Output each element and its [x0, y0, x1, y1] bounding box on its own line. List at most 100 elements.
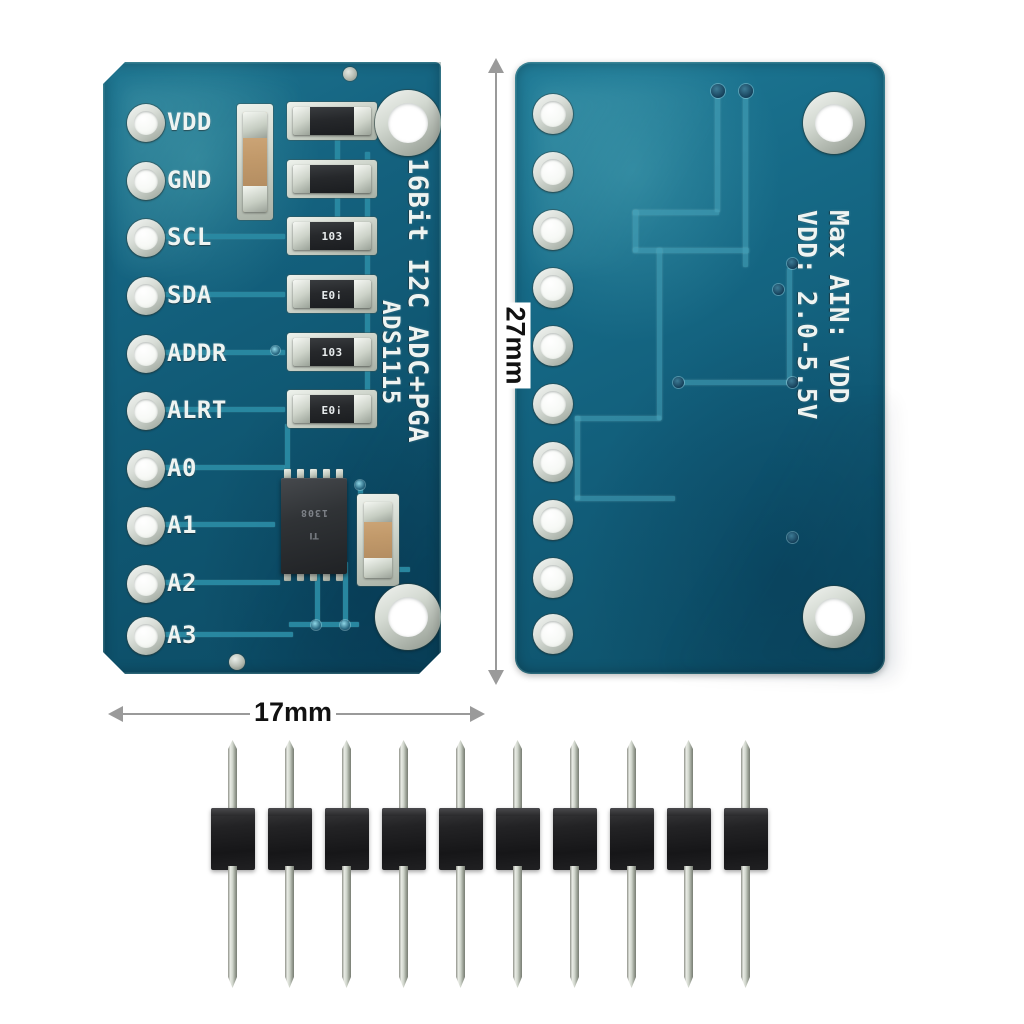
smd-resistor-6: E0!: [293, 395, 371, 423]
header-body-top-bevel: [439, 808, 483, 817]
back-trace-v1: [715, 92, 720, 212]
back-via-2: [739, 84, 753, 98]
header-body-top-bevel: [325, 808, 369, 817]
pin-label-addr: ADDR: [167, 339, 227, 367]
via-front-4: [355, 480, 365, 490]
ic-pin-bottom-3: [310, 571, 317, 581]
back-via-4: [773, 284, 784, 295]
pad-a0: [127, 450, 165, 488]
back-pad-4: [533, 268, 573, 308]
header-pin-upper-1: [228, 740, 237, 818]
resistor-marking: 103: [321, 229, 343, 243]
trace-a3: [165, 632, 293, 637]
pin-label-vdd: VDD: [167, 108, 212, 136]
header-pin-upper-4: [399, 740, 408, 818]
silkscreen-max-ain-note: Max AIN: VDD: [823, 210, 853, 404]
pad-hole: [134, 111, 158, 135]
smd-resistor-4: E0!: [293, 280, 371, 308]
smd-resistor-3: 103: [293, 222, 371, 250]
via-front-5: [311, 620, 321, 630]
back-pad-1: [533, 94, 573, 134]
header-body-top-bevel: [268, 808, 312, 817]
test-point-top: [343, 67, 357, 81]
back-trace-v6: [787, 268, 792, 384]
mounting-hole-bore: [814, 597, 854, 637]
back-trace-h1: [633, 210, 719, 215]
back-via-1: [711, 84, 725, 98]
smd-resistor-1: [293, 107, 371, 135]
header-body-2: [268, 808, 312, 870]
trace-a1: [165, 522, 275, 527]
header-body-3: [325, 808, 369, 870]
header-body-8: [610, 808, 654, 870]
header-body-top-bevel: [553, 808, 597, 817]
trace-a0: [165, 465, 285, 470]
pad-a2: [127, 565, 165, 603]
back-pad-10: [533, 614, 573, 654]
front-pcb-board: VDD GND SCL SDA ADDR ALRT A0 A1 A2 A3: [103, 62, 441, 674]
mounting-hole-bore: [388, 597, 429, 638]
dimension-arrow-left: [108, 706, 123, 722]
dimension-line-vertical: [495, 72, 497, 672]
pad-hole: [134, 514, 158, 538]
cap-terminal-top: [364, 502, 392, 522]
mounting-hole-top-right: [375, 90, 441, 156]
dimension-height-label: 27mm: [499, 302, 531, 389]
ceramic-capacitor-decoupling: [364, 502, 392, 578]
smd-resistor-5: 103: [293, 338, 371, 366]
resistor-terminal-left: [293, 165, 310, 193]
back-trace-h4: [575, 496, 675, 501]
back-via-7: [787, 532, 798, 543]
back-trace-v3: [633, 210, 638, 252]
back-trace-v5: [575, 416, 580, 500]
resistor-terminal-left: [293, 395, 310, 423]
header-pin-lower-8: [627, 866, 636, 988]
trace-right-rail: [365, 152, 370, 392]
pad-hole: [134, 624, 158, 648]
back-mounting-hole-bottom-right: [803, 586, 865, 648]
back-pad-3: [533, 210, 573, 250]
pad-hole: [134, 572, 158, 596]
header-body-4: [382, 808, 426, 870]
back-pad-8: [533, 500, 573, 540]
resistor-terminal-right: [354, 338, 371, 366]
mounting-hole-bore: [814, 103, 854, 143]
trace-a2: [165, 580, 280, 585]
header-body-1: [211, 808, 255, 870]
pad-hole: [540, 217, 566, 243]
header-pin-lower-7: [570, 866, 579, 988]
cap-terminal-bottom: [364, 558, 392, 578]
ic-manufacturer-logo: TI: [309, 529, 319, 540]
header-body-9: [667, 808, 711, 870]
pin-label-scl: SCL: [167, 223, 212, 251]
pad-hole: [540, 101, 566, 127]
header-pin-lower-4: [399, 866, 408, 988]
ceramic-capacitor-vdd: [243, 112, 267, 212]
trace-addr: [165, 350, 285, 355]
dimension-arrow-down: [488, 670, 504, 685]
ic-pin-top-2: [297, 469, 304, 479]
dimension-width-label: 17mm: [250, 697, 337, 728]
header-pin-lower-3: [342, 866, 351, 988]
header-pin-lower-10: [741, 866, 750, 988]
ads1115-ic-chip: 1308 TI: [281, 478, 347, 574]
pad-alrt: [127, 392, 165, 430]
header-body-6: [496, 808, 540, 870]
header-pin-upper-2: [285, 740, 294, 818]
trace-alrt: [165, 407, 285, 412]
silkscreen-part-number: ADS1115: [377, 300, 405, 405]
header-body-top-bevel: [382, 808, 426, 817]
pad-hole: [134, 226, 158, 250]
resistor-marking: E0!: [321, 287, 343, 301]
back-via-3: [787, 258, 798, 269]
pad-hole: [540, 449, 566, 475]
pad-a1: [127, 507, 165, 545]
dimension-arrow-up: [488, 58, 504, 73]
resistor-terminal-right: [354, 165, 371, 193]
header-pin-lower-5: [456, 866, 465, 988]
pad-hole: [540, 275, 566, 301]
header-pin-lower-9: [684, 866, 693, 988]
pin-label-gnd: GND: [167, 166, 212, 194]
header-body-top-bevel: [496, 808, 540, 817]
trace-ic-left: [285, 424, 290, 476]
